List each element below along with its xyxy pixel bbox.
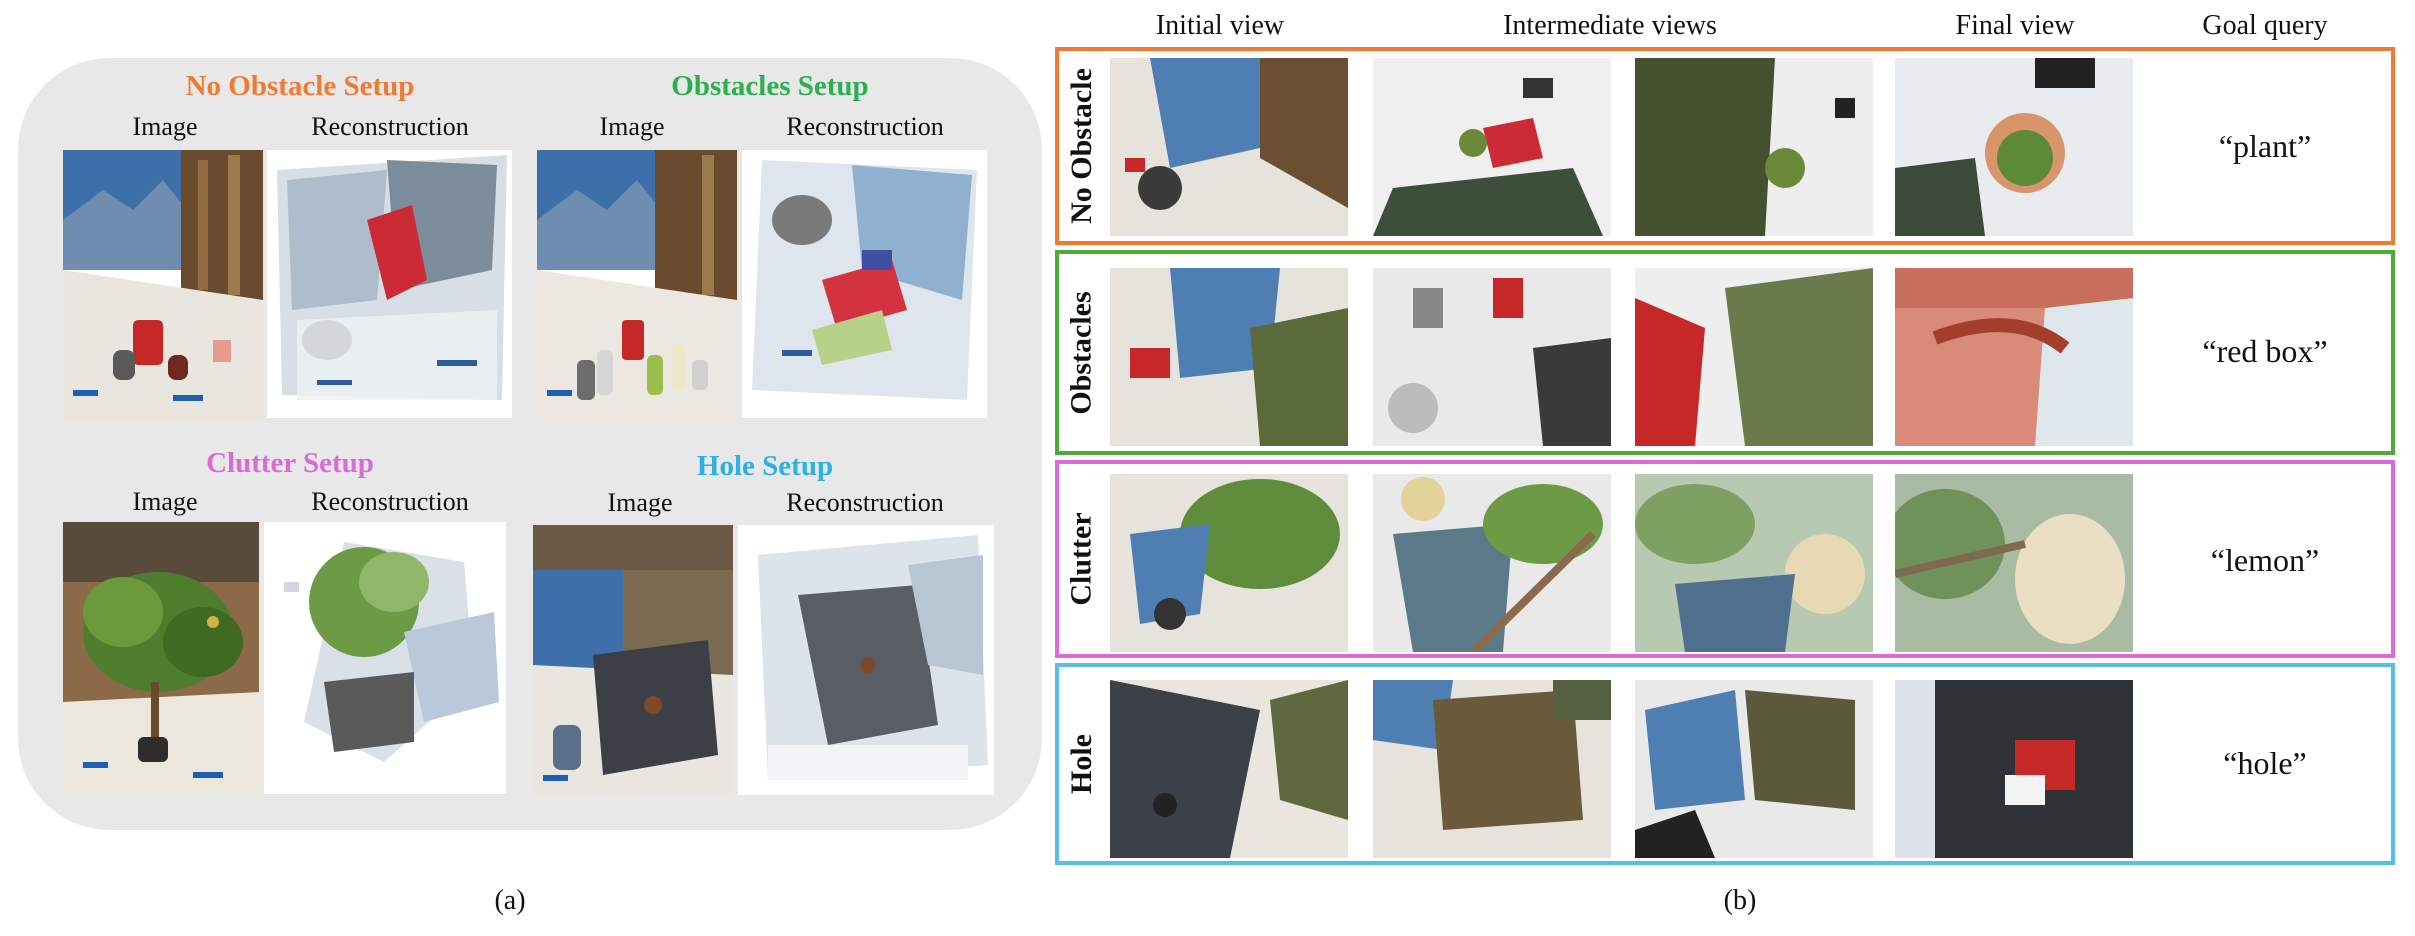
header-intermediate-views: Intermediate views — [1503, 10, 1717, 41]
row-label-obstacles: Obstacles — [1065, 290, 1099, 415]
goal-query-lemon: “lemon” — [2210, 542, 2320, 578]
caption-b: (b) — [1723, 885, 1757, 916]
thumb-obstacles-final — [1895, 268, 2133, 446]
header-initial-view: Initial view — [1155, 10, 1285, 41]
clutter-reconstruction — [264, 522, 506, 794]
setup-title-hole: Hole Setup — [696, 450, 834, 482]
clutter-image — [63, 522, 259, 794]
reconstruction-label: Reconstruction — [786, 112, 944, 141]
image-label: Image — [607, 488, 673, 517]
setup-title-clutter: Clutter Setup — [206, 447, 374, 479]
no-obstacle-reconstruction — [267, 150, 512, 418]
hole-reconstruction — [738, 525, 994, 795]
thumb-no-obstacle-initial — [1110, 58, 1348, 236]
thumb-no-obstacle-mid1 — [1373, 58, 1611, 236]
thumb-hole-initial — [1110, 680, 1348, 858]
header-goal-query: Goal query — [2202, 10, 2328, 41]
thumb-hole-mid2 — [1635, 680, 1873, 858]
thumb-clutter-mid2 — [1635, 474, 1873, 652]
hole-image — [533, 525, 733, 795]
thumb-obstacles-mid1 — [1373, 268, 1611, 446]
row-label-hole: Hole — [1065, 734, 1098, 794]
caption-a: (a) — [494, 885, 526, 916]
obstacles-image — [537, 150, 737, 422]
thumb-hole-final — [1895, 680, 2133, 858]
thumb-clutter-final — [1895, 474, 2133, 652]
thumb-clutter-initial — [1110, 474, 1348, 652]
obstacles-reconstruction — [742, 150, 987, 418]
image-label: Image — [132, 487, 198, 516]
reconstruction-label: Reconstruction — [786, 488, 944, 517]
thumb-obstacles-mid2 — [1635, 268, 1873, 446]
thumb-no-obstacle-mid2 — [1635, 58, 1873, 236]
goal-query-plant: “plant” — [2218, 128, 2312, 164]
goal-query-red-box: “red box” — [2202, 333, 2328, 369]
reconstruction-label: Reconstruction — [311, 487, 469, 516]
reconstruction-label: Reconstruction — [311, 112, 469, 141]
header-final-view: Final view — [1955, 10, 2075, 41]
thumb-no-obstacle-final — [1895, 58, 2133, 236]
image-label: Image — [599, 112, 665, 141]
row-label-no-obstacle: No Obstacle — [1065, 68, 1099, 224]
thumb-obstacles-initial — [1110, 268, 1348, 446]
row-label-clutter: Clutter — [1065, 512, 1099, 606]
setup-title-no-obstacle: No Obstacle Setup — [185, 70, 415, 102]
thumb-hole-mid1 — [1373, 680, 1611, 858]
goal-query-hole: “hole” — [2223, 745, 2307, 781]
image-label: Image — [132, 112, 198, 141]
setup-title-obstacles: Obstacles Setup — [671, 70, 869, 102]
no-obstacle-image — [63, 150, 263, 422]
thumb-clutter-mid1 — [1373, 474, 1611, 652]
